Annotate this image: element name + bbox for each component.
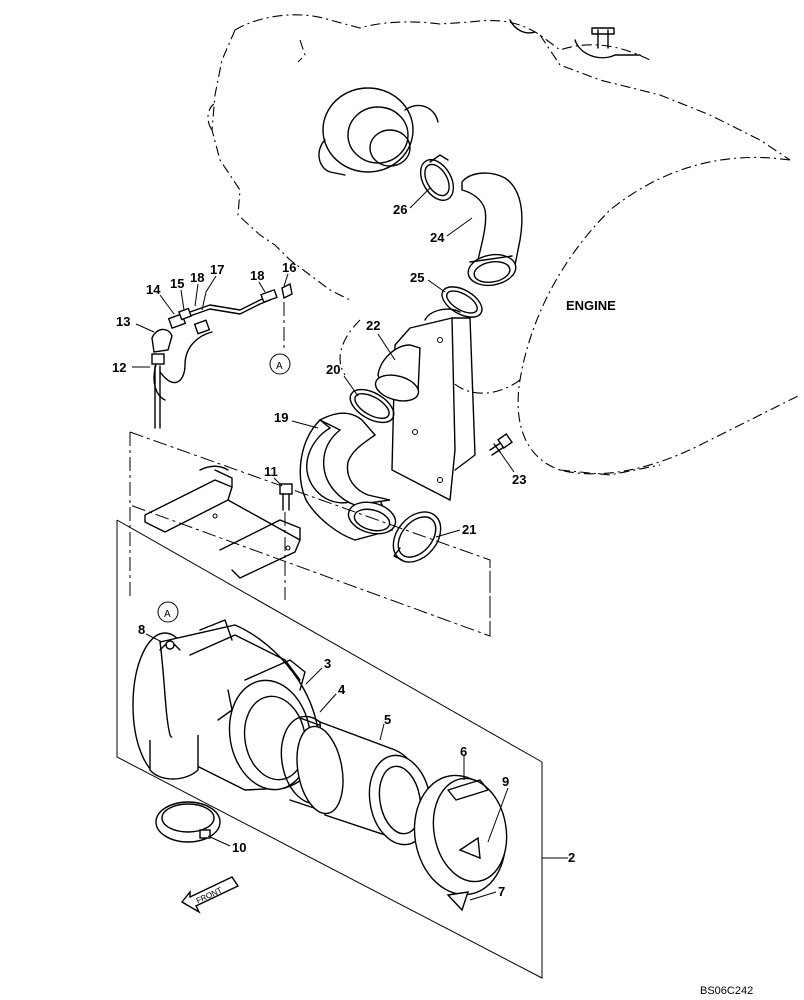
part-26-clamp xyxy=(419,154,455,201)
restriction-sensor-assembly xyxy=(151,282,293,429)
callout-5: 5 xyxy=(384,712,391,727)
figure-code: BS06C242 xyxy=(700,985,753,997)
callout-13: 13 xyxy=(116,314,130,329)
part-25-clamp xyxy=(441,286,483,318)
callout-17: 17 xyxy=(210,262,224,277)
callout-20: 20 xyxy=(326,362,340,377)
callout-15: 15 xyxy=(170,276,184,291)
air-cleaner-box xyxy=(116,519,543,979)
part-24-upper-hose xyxy=(461,172,523,287)
callout-11: 11 xyxy=(264,464,278,479)
callout-25: 25 xyxy=(410,270,424,285)
callout-21: 21 xyxy=(462,522,476,537)
callout-12: 12 xyxy=(112,360,126,375)
part-19-lower-hose xyxy=(299,412,397,541)
part-20-clamp xyxy=(349,388,395,424)
part-10-band xyxy=(155,801,221,843)
ref-a-bottom: A xyxy=(164,609,171,620)
ref-a-circle-top xyxy=(269,353,291,375)
part-6-cover xyxy=(413,774,508,912)
callout-7: 7 xyxy=(498,884,505,899)
callout-2: 2 xyxy=(568,850,575,865)
callout-26: 26 xyxy=(393,202,407,217)
callout-10: 10 xyxy=(232,840,246,855)
callout-4: 4 xyxy=(338,682,346,697)
engine-label: ENGINE xyxy=(566,298,616,313)
ref-a-circle-bottom xyxy=(157,601,179,623)
callout-3: 3 xyxy=(324,656,331,671)
callout-16: 16 xyxy=(282,260,296,275)
part-23-bolt xyxy=(489,433,513,456)
callout-23: 23 xyxy=(512,472,526,487)
part-11-bolt xyxy=(279,483,293,511)
ref-a-top: A xyxy=(276,361,283,372)
callout-24: 24 xyxy=(430,230,445,245)
callout-18a: 18 xyxy=(190,270,204,285)
callout-18b: 18 xyxy=(250,268,264,283)
upper-bracket-panel xyxy=(129,431,491,637)
callout-6: 6 xyxy=(460,744,467,759)
callout-8: 8 xyxy=(138,622,145,637)
part-22-bracket xyxy=(374,308,476,502)
leader-lines xyxy=(132,187,568,901)
callout-22: 22 xyxy=(366,318,380,333)
part-3-housing xyxy=(132,619,320,791)
callout-19: 19 xyxy=(274,410,288,425)
front-arrow xyxy=(180,876,240,914)
callout-numbers: 2 3 4 5 6 7 8 9 10 11 12 13 14 15 16 17 … xyxy=(112,202,575,899)
part-21-clamp xyxy=(392,511,442,563)
callout-14: 14 xyxy=(146,282,161,297)
callout-9: 9 xyxy=(502,774,509,789)
